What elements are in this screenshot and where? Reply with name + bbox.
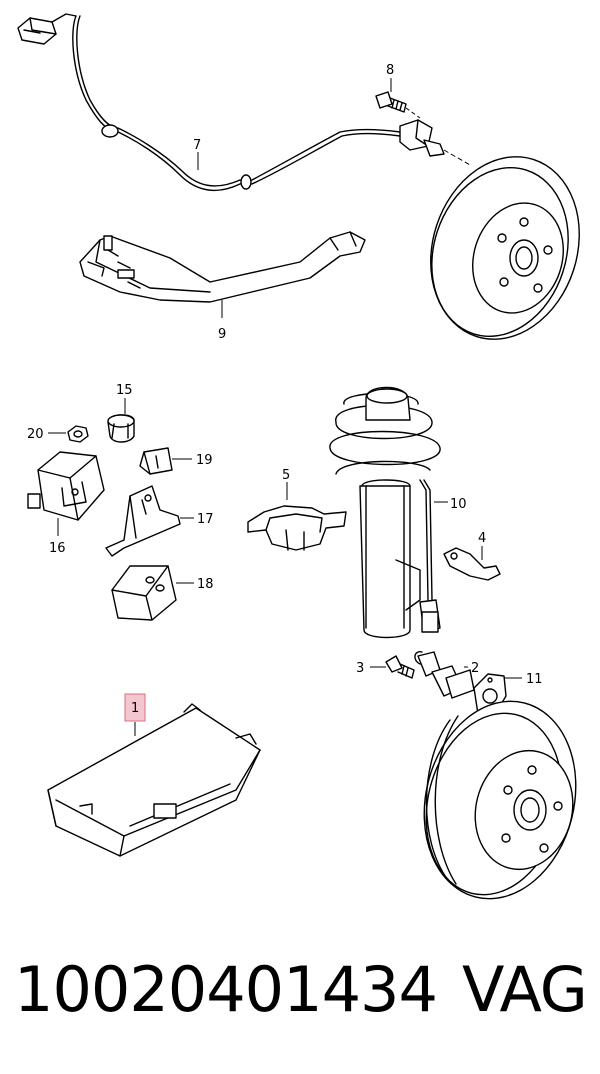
callout-18[interactable]: 18 (197, 577, 214, 592)
highlighted-callout-box (124, 693, 146, 722)
callout-20[interactable]: 20 (27, 427, 44, 442)
bolt-8 (375, 91, 421, 119)
cable-bracket (79, 231, 366, 303)
abs-sensor-cable (17, 13, 471, 192)
callout-3[interactable]: 3 (356, 661, 364, 676)
bracket-17 (105, 485, 181, 557)
callout-15[interactable]: 15 (116, 383, 133, 398)
callout-10[interactable]: 10 (450, 497, 467, 512)
callout-labels: 1 2 3 4 5 7 8 9 10 11 15 16 17 18 19 20 (27, 63, 543, 722)
relay-housing-16 (27, 451, 105, 521)
callout-11[interactable]: 11 (526, 672, 543, 687)
bolt-3 (385, 655, 415, 679)
callout-5[interactable]: 5 (282, 468, 290, 483)
part-footer: 10020401434 VAG (0, 945, 600, 1045)
callout-2[interactable]: 2 (471, 661, 479, 676)
clip-15 (107, 414, 135, 443)
sensor-2 (414, 651, 475, 699)
callout-1[interactable]: 1 (131, 701, 139, 716)
callout-16[interactable]: 16 (49, 541, 66, 556)
brake-disc-upper (430, 156, 580, 340)
callout-8[interactable]: 8 (386, 63, 394, 78)
clip-19 (139, 447, 173, 475)
leader-lines (48, 78, 522, 736)
parts-exploded-diagram: 1 2 3 4 5 7 8 9 10 11 15 16 17 18 19 20 (17, 13, 580, 900)
brake-disc-lower (423, 700, 577, 900)
nut-20 (67, 425, 89, 443)
callout-19[interactable]: 19 (196, 453, 213, 468)
housing-tray-1 (47, 703, 261, 857)
part-number: 10020401434 (14, 953, 438, 1026)
callout-4[interactable]: 4 (478, 531, 486, 546)
bracket-4 (443, 547, 501, 581)
brand-name: VAG (462, 953, 588, 1026)
bracket-18 (111, 565, 177, 621)
strut-assembly (329, 386, 441, 639)
callout-9[interactable]: 9 (218, 327, 226, 342)
callout-7[interactable]: 7 (193, 138, 201, 153)
bracket-5 (247, 505, 347, 551)
callout-17[interactable]: 17 (197, 512, 214, 527)
